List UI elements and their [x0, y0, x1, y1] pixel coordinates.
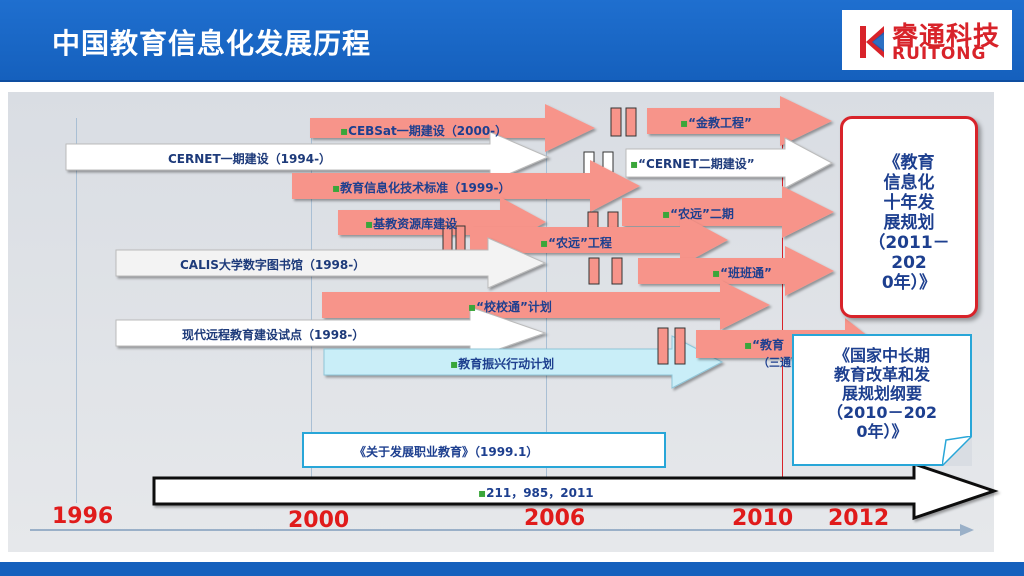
arrow-nongyuan2 — [622, 186, 834, 238]
outline-doc-text: 《国家中长期 教育改革和发 展规划纲要 （2010－202 0年）》 — [794, 346, 970, 441]
label-banbantong: ▪“班班通” — [712, 264, 772, 281]
axis-arrowhead — [960, 524, 974, 536]
label-jiaoyu-text: “教育 — [752, 338, 785, 352]
outline-line: 展规划纲要 — [841, 384, 922, 403]
outline-line: 0年）》 — [856, 422, 908, 441]
plan-line: 0年）》 — [881, 273, 937, 293]
label-nongyuan: ▪“农远”工程 — [540, 234, 612, 251]
logo-chinese-text: 睿通科技 — [892, 22, 1001, 52]
guide-line-1996 — [76, 118, 77, 503]
label-calis: CALIS大学数字图书馆（1998-） — [180, 256, 365, 273]
label-jiaoyu-partial: ▪“教育 — [744, 336, 784, 353]
break-marker — [610, 107, 622, 137]
break-marker — [674, 327, 686, 365]
label-standards: ▪教育信息化技术标准（1999-） — [332, 179, 511, 196]
label-xiaoxiaotong: ▪“校校通”计划 — [468, 298, 552, 315]
bullet-icon: ▪ — [332, 181, 341, 195]
title-bar: 中国教育信息化发展历程 睿通科技 RUITONG — [0, 0, 1024, 82]
label-jichu: ▪基教资源库建设 — [365, 215, 457, 232]
outline-line: 《国家中长期 — [833, 346, 930, 365]
arrow-jinjiao — [647, 96, 832, 146]
vocational-doc-box: 《关于发展职业教育》（1999.1） — [302, 432, 666, 468]
arrow-banbantong — [638, 246, 834, 296]
label-cernet1-text: CERNET一期建设（1994-） — [168, 152, 332, 166]
plan-line: 202 — [891, 253, 927, 273]
plan-line: （2011－ — [868, 233, 950, 253]
logo-english-text: RUITONG — [892, 44, 987, 64]
guide-line-2000 — [311, 118, 312, 503]
ruitong-logo-icon — [860, 26, 884, 58]
bullet-icon: ▪ — [340, 124, 349, 138]
label-zhenxing: ▪教育振兴行动计划 — [450, 355, 554, 372]
company-logo: 睿通科技 RUITONG — [842, 10, 1012, 70]
break-marker — [455, 225, 466, 251]
outline-line: 教育改革和发 — [833, 365, 930, 384]
bullet-icon: ▪ — [744, 338, 753, 352]
vocational-doc-text: 《关于发展职业教育》（1999.1） — [354, 445, 539, 459]
label-cebsat-text: CEBSat一期建设（2000-） — [348, 124, 508, 138]
page-fold-icon — [942, 436, 972, 466]
year-2010: 2010 — [732, 506, 794, 531]
plan-line: 十年发 — [883, 193, 935, 213]
arrow-cernet2 — [625, 137, 834, 189]
bullet-icon: ▪ — [630, 157, 639, 171]
break-marker — [588, 257, 600, 285]
bullet-icon: ▪ — [540, 236, 549, 250]
label-jinjiao: ▪“金教工程” — [680, 114, 752, 131]
year-2012: 2012 — [828, 506, 890, 531]
arrow-nongyuan — [470, 214, 728, 266]
outline-line: （2010－202 — [827, 403, 937, 422]
break-marker — [625, 107, 637, 137]
outline-doc-box: 《国家中长期 教育改革和发 展规划纲要 （2010－202 0年）》 — [792, 334, 972, 466]
plan-line: 《教育 — [883, 153, 935, 173]
year-1996: 1996 — [52, 504, 114, 529]
bullet-icon: ▪ — [478, 486, 487, 500]
label-timeline: ▪211，985，2011 — [478, 484, 594, 501]
label-distance: 现代远程教育建设试点（1998-） — [182, 326, 364, 343]
label-nongyuan2-text: “农远”二期 — [670, 207, 734, 221]
bullet-icon: ▪ — [680, 116, 689, 130]
bullet-icon: ▪ — [662, 207, 671, 221]
break-marker — [657, 327, 669, 365]
arrow-calis — [115, 237, 547, 289]
label-jichu-text: 基教资源库建设 — [373, 217, 458, 231]
label-distance-text: 现代远程教育建设试点（1998-） — [182, 328, 365, 342]
footer-bar — [0, 562, 1024, 576]
label-zhenxing-text: 教育振兴行动计划 — [458, 357, 555, 371]
label-standards-text: 教育信息化技术标准（1999-） — [340, 181, 511, 195]
label-cernet1: CERNET一期建设（1994-） — [168, 150, 331, 167]
label-calis-text: CALIS大学数字图书馆（1998-） — [180, 258, 366, 272]
year-2000: 2000 — [288, 508, 350, 533]
arrow-timeline — [152, 461, 999, 521]
bullet-icon: ▪ — [450, 357, 459, 371]
guide-line-2010 — [782, 118, 783, 503]
label-cebsat: ▪CEBSat一期建设（2000-） — [340, 122, 507, 139]
arrow-cebsat — [310, 104, 595, 152]
arrow-cernet1 — [65, 131, 550, 183]
plan-box-text: 《教育 信息化 十年发 展规划 （2011－ 202 0年）》 — [843, 153, 975, 293]
arrow-xiaoxiaotong — [322, 280, 770, 330]
label-nongyuan2: ▪“农远”二期 — [662, 205, 734, 222]
label-banbantong-text: “班班通” — [720, 266, 772, 280]
label-cernet2-text: “CERNET二期建设” — [638, 157, 755, 171]
label-xiaoxiaotong-text: “校校通”计划 — [476, 300, 552, 314]
label-jinjiao-text: “金教工程” — [688, 116, 752, 130]
plan-box: 《教育 信息化 十年发 展规划 （2011－ 202 0年）》 — [840, 116, 978, 318]
label-timeline-text: 211，985，2011 — [486, 486, 594, 500]
page-title: 中国教育信息化发展历程 — [52, 27, 372, 60]
plan-line: 展规划 — [883, 213, 935, 233]
arrow-zhenxing — [323, 335, 724, 389]
year-2006: 2006 — [524, 506, 586, 531]
plan-line: 信息化 — [883, 173, 935, 193]
label-cernet2: ▪“CERNET二期建设” — [630, 155, 755, 172]
bullet-icon: ▪ — [712, 266, 721, 280]
bullet-icon: ▪ — [365, 217, 374, 231]
bullet-icon: ▪ — [468, 300, 477, 314]
break-marker — [611, 257, 623, 285]
arrow-distance — [115, 306, 547, 360]
arrow-standards — [292, 160, 640, 212]
label-nongyuan-text: “农远”工程 — [548, 236, 612, 250]
